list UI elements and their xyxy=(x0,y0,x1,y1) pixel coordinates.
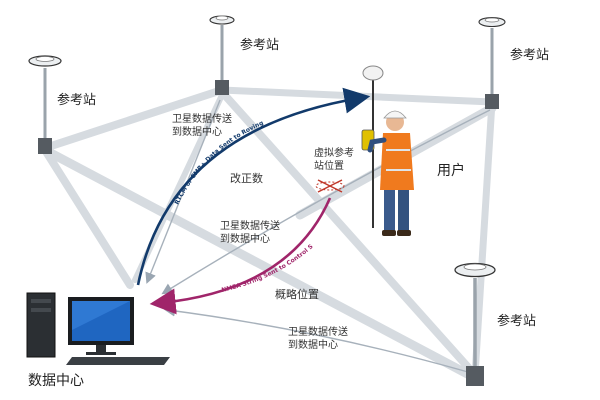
label-ref-station-top-left: 参考站 xyxy=(57,93,97,108)
label-satellite-data-top: 卫星数据传送 到数据中心 xyxy=(172,114,232,138)
label-user: 用户 xyxy=(437,163,465,179)
beam-tc-dc xyxy=(132,92,225,283)
beam-tl-br xyxy=(40,145,480,383)
virtual-station-marker xyxy=(315,179,345,193)
reference-station-top-left xyxy=(28,55,62,154)
reference-station-top-right xyxy=(478,16,506,109)
label-correction: 改正数 xyxy=(230,172,263,185)
label-ref-station-top-right: 参考站 xyxy=(510,48,550,63)
data-center-computer xyxy=(26,292,170,365)
label-satellite-data-bottom: 卫星数据传送 到数据中心 xyxy=(288,327,348,351)
safety-vest xyxy=(380,133,414,190)
nmea-arrow xyxy=(149,197,332,315)
label-ref-station-top-center: 参考站 xyxy=(240,38,280,53)
beam-tc-br xyxy=(218,88,479,379)
arrow-tr-to-dc xyxy=(161,109,491,295)
beam-tl-tc xyxy=(41,86,226,152)
data-transfer-arrows xyxy=(145,99,491,373)
reference-station-top-center xyxy=(209,15,235,95)
rtcm-arrow-text: RTCM or CMR+ Data Sent to Roving User xyxy=(0,0,265,206)
rover-antenna xyxy=(362,65,384,81)
pc-tower xyxy=(26,292,56,358)
arrow-tc-to-dc xyxy=(145,99,221,284)
label-virtual-ref-station: 虚拟参考 站位置 xyxy=(314,148,354,172)
label-ref-station-bottom-right: 参考站 xyxy=(497,314,537,329)
beam-tr-br xyxy=(471,98,496,379)
reference-station-bottom-right xyxy=(454,262,496,386)
label-satellite-data-mid: 卫星数据传送 到数据中心 xyxy=(220,221,280,245)
rover-user xyxy=(361,65,414,236)
rtcm-arrow xyxy=(136,87,371,286)
label-approx-position: 概略位置 xyxy=(275,288,319,301)
label-data-center: 数据中心 xyxy=(28,373,84,389)
arrow-br-to-dc xyxy=(163,305,469,373)
beam-tl-dc xyxy=(41,146,134,289)
beam-tc-tr xyxy=(218,86,496,106)
keyboard xyxy=(66,357,170,365)
